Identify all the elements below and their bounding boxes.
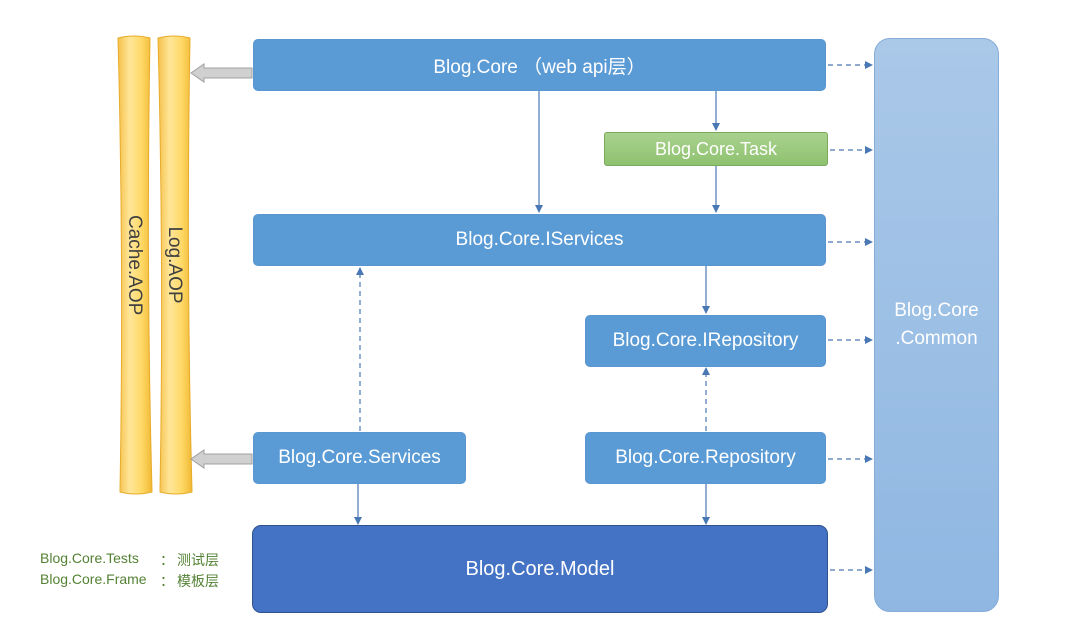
node-irepository-label: Blog.Core.IRepository <box>612 330 799 351</box>
node-services: Blog.Core.Services <box>253 432 466 484</box>
legend-tests-desc: 测试层 <box>177 552 219 568</box>
legend-tests-name: Blog.Core.Tests <box>40 550 139 566</box>
node-web-api: Blog.Core （web api层） <box>253 39 826 91</box>
node-web-api-label: Blog.Core （web api层） <box>433 56 646 78</box>
legend-frame-sep: ： <box>160 573 174 589</box>
node-common-line1: Blog.Core <box>894 300 979 321</box>
aop-arrow-bottom <box>190 449 253 469</box>
node-task: Blog.Core.Task <box>604 132 828 166</box>
node-irepository: Blog.Core.IRepository <box>585 315 826 367</box>
node-services-label: Blog.Core.Services <box>278 447 441 468</box>
node-model: Blog.Core.Model <box>252 525 828 613</box>
log-aop-pillar <box>157 35 193 495</box>
cache-aop-label: Cache.AOP <box>124 215 145 316</box>
node-iservices: Blog.Core.IServices <box>253 214 826 266</box>
node-common-line2: .Common <box>895 328 978 349</box>
legend-frame-desc: 模板层 <box>177 573 219 589</box>
legend-frame: Blog.Core.Frame ： 模板层 <box>40 571 240 591</box>
log-aop-label: Log.AOP <box>164 226 185 304</box>
legend-tests: Blog.Core.Tests ： 测试层 <box>40 550 240 570</box>
node-model-label: Blog.Core.Model <box>465 557 615 580</box>
node-repository: Blog.Core.Repository <box>585 432 826 484</box>
node-common: Blog.Core .Common <box>874 38 999 612</box>
cache-aop-pillar <box>117 35 153 495</box>
legend-tests-sep: ： <box>160 552 174 568</box>
node-task-label: Blog.Core.Task <box>654 138 778 159</box>
node-iservices-label: Blog.Core.IServices <box>455 229 624 250</box>
legend-frame-name: Blog.Core.Frame <box>40 571 147 587</box>
node-repository-label: Blog.Core.Repository <box>615 447 796 468</box>
aop-arrow-top <box>190 63 253 83</box>
